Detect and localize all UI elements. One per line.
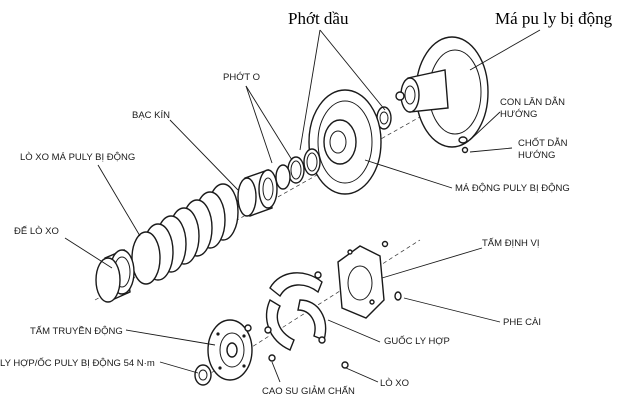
label-lo-xo-ma-puly: LÒ XO MÁ PULY BỊ ĐỘNG xyxy=(20,152,135,163)
clutch-nut xyxy=(194,364,212,386)
label-phot-dau: Phớt dầu xyxy=(288,9,349,28)
label-phot-o: PHỚT O xyxy=(223,72,260,83)
label-chot-huong: HƯỚNG xyxy=(518,150,555,161)
label-lo-xo: LÒ XO xyxy=(380,378,409,389)
drive-plate xyxy=(207,319,253,381)
o-rings xyxy=(275,148,321,190)
driven-pulley-face xyxy=(395,36,489,148)
spring-seat xyxy=(95,249,135,303)
label-bac-kin: BẠC KÍN xyxy=(132,110,170,121)
label-de-lo-xo: ĐẾ LÒ XO xyxy=(14,226,59,237)
circlip xyxy=(394,291,402,301)
clutch-shoes xyxy=(264,271,327,351)
label-chot-dan: CHỐT DẪN xyxy=(518,137,568,149)
label-cao-su: CAO SU GIẢM CHẤN xyxy=(262,385,355,397)
leader-lines xyxy=(64,29,541,383)
label-con-lan-dan: CON LĂN DẪN xyxy=(500,96,565,108)
guide-roller xyxy=(458,136,469,154)
label-guoc-ly-hop: GUỐC LY HỢP xyxy=(384,335,450,347)
label-tam-truyen-dong: TẤM TRUYỀN ĐỘNG xyxy=(30,326,123,337)
label-tam-dinh-vi: TẤM ĐỊNH VỊ xyxy=(482,238,540,249)
label-ma-pu-ly-bi-dong: Má pu ly bị động xyxy=(495,9,613,28)
label-con-lan-huong: HƯỚNG xyxy=(500,109,537,120)
movable-pulley-face xyxy=(308,89,382,195)
label-oc-ly-hop: LY HỢP/ỐC PULY BỊ ĐỘNG 54 N·m xyxy=(0,357,155,369)
pulley-spring xyxy=(131,183,239,285)
seal-collar xyxy=(237,169,278,217)
damper-rubber xyxy=(268,354,276,362)
label-ma-dong-puly: MÁ ĐỘNG PULY BỊ ĐỘNG xyxy=(455,183,570,194)
label-phe-cai: PHE CÀI xyxy=(503,317,541,328)
small-spring xyxy=(341,361,349,369)
stopper-plate xyxy=(337,240,389,319)
